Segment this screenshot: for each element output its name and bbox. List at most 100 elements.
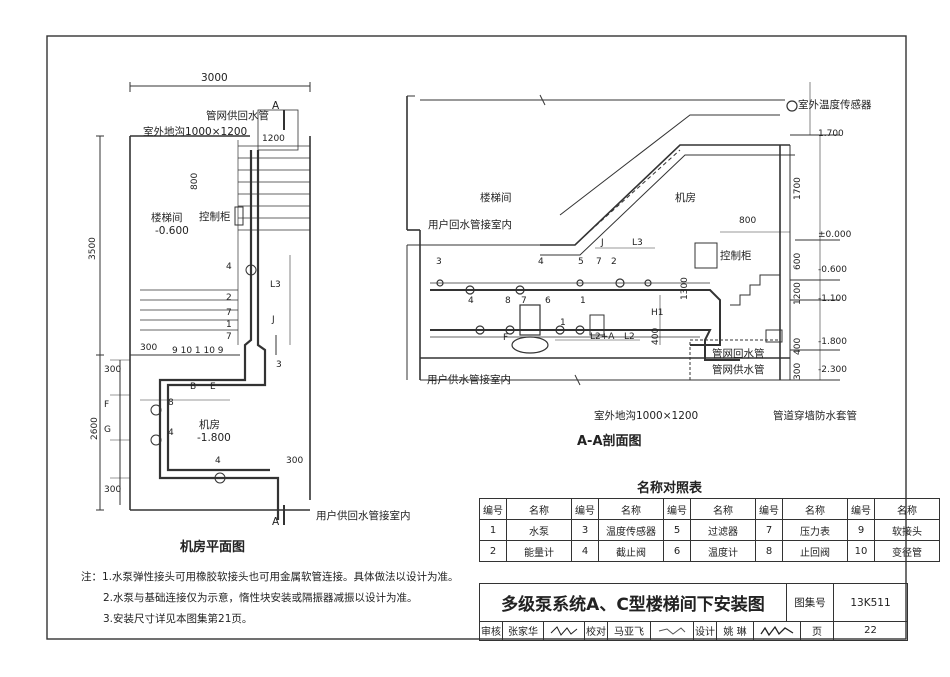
plan-mark-7a: 7 xyxy=(226,308,232,318)
table-header: 名称 xyxy=(506,498,572,520)
page-label: 页 xyxy=(801,621,834,640)
table-header: 编号 xyxy=(571,498,599,520)
label-room-level: -1.800 xyxy=(197,432,231,444)
label-user-return: 用户回水管接室内 xyxy=(428,219,512,231)
sec-mark-4: 4 xyxy=(538,257,544,267)
signature-mark xyxy=(550,625,578,636)
dim-800s: 800 xyxy=(739,216,757,226)
sec-mark-1b: 1 xyxy=(560,318,566,328)
plan-title: 机房平面图 xyxy=(180,540,246,555)
label-stair-section: 楼梯间 xyxy=(480,192,512,204)
level-0000: ±0.000 xyxy=(818,230,852,240)
note-2: 2.水泵与基础连接仅为示意，惰性块安装或隔振器减振以设计为准。 xyxy=(103,592,418,604)
label-trench-section: 室外地沟1000×1200 xyxy=(594,410,699,422)
label-stair: 楼梯间 xyxy=(151,212,183,224)
dim-j-section: J xyxy=(601,238,604,248)
table-cell: 温度传感器 xyxy=(598,519,664,541)
table-cell: 过滤器 xyxy=(690,519,756,541)
page-number: 22 xyxy=(864,625,877,636)
label-user-supply: 用户供水管接室内 xyxy=(427,374,511,386)
dim-1300: 1300 xyxy=(680,277,690,300)
dim-2600: 2600 xyxy=(90,417,100,440)
level-1700: 1.700 xyxy=(818,129,844,139)
label-return-pipe: 管网供回水管 xyxy=(206,110,269,122)
plan-mark-4b: 4 xyxy=(168,428,174,438)
table-cell: 温度计 xyxy=(690,540,756,562)
table-cell: 5 xyxy=(663,519,691,541)
section-mark-top: A xyxy=(272,100,280,112)
dim-1700: 1700 xyxy=(793,177,803,200)
reviewer-name: 张家华 xyxy=(503,621,544,640)
checker-name: 马亚飞 xyxy=(608,621,651,640)
sec-mark-7: 7 xyxy=(596,257,602,267)
dim-1200s: 1200 xyxy=(793,282,803,305)
table-header: 编号 xyxy=(755,498,783,520)
note-3: 3.安装尺寸详见本图集第21页。 xyxy=(103,613,253,625)
design-label: 设计 xyxy=(694,621,717,640)
drawing-title: 多级泵系统A、C型楼梯间下安装图 xyxy=(480,584,787,621)
sec-mark-4b: 4 xyxy=(468,296,474,306)
table-row: 2 能量计 4 截止阀 6 温度计 8 止回阀 10 变径管 xyxy=(479,540,940,562)
dim-l3: L3 xyxy=(270,280,281,290)
table-cell: 软接头 xyxy=(874,519,940,541)
signature-mark xyxy=(760,625,794,636)
sec-mark-1a: 1 xyxy=(580,296,586,306)
table-cell: 截止阀 xyxy=(598,540,664,562)
table-header-row: 编号 名称 编号 名称 编号 名称 编号 名称 编号 名称 xyxy=(479,498,940,520)
label-sleeve: 管道穿墙防水套管 xyxy=(773,410,857,422)
table-title: 名称对照表 xyxy=(637,481,703,496)
table-cell: 10 xyxy=(847,540,875,562)
sec-mark-5: 5 xyxy=(578,257,584,267)
table-cell: 8 xyxy=(755,540,783,562)
dim-f: F xyxy=(104,400,110,410)
note-1: 注：1.水泵弹性接头可用橡胶软接头也可用金属软管连接。具体做法以设计为准。 xyxy=(81,571,459,583)
label-stair-level: -0.600 xyxy=(155,225,189,237)
checker-signature xyxy=(651,621,694,640)
plan-mark-4c: 4 xyxy=(215,456,221,466)
table-cell: 2 xyxy=(479,540,507,562)
dim-600: 600 xyxy=(793,252,803,270)
sec-mark-7b: 7 xyxy=(521,296,527,306)
plan-view xyxy=(96,82,311,525)
plan-mark-2: 2 xyxy=(226,293,232,303)
level-1100: -1.100 xyxy=(818,294,848,304)
sec-mark-2: 2 xyxy=(611,257,617,267)
dim-300b: 300 xyxy=(104,365,122,375)
title-block: 多级泵系统A、C型楼梯间下安装图 图集号 13K511 审核 张家华 校对 马亚… xyxy=(479,583,908,641)
table-cell: 7 xyxy=(755,519,783,541)
atlas-label: 图集号 xyxy=(787,584,834,621)
dim-800: 800 xyxy=(190,172,200,190)
table-cell: 4 xyxy=(571,540,599,562)
table-header: 编号 xyxy=(663,498,691,520)
designer-signature xyxy=(754,621,801,640)
review-label: 审核 xyxy=(480,621,503,640)
sec-mark-8: 8 xyxy=(505,296,511,306)
table-row: 1 水泵 3 温度传感器 5 过滤器 7 压力表 9 软接头 xyxy=(479,519,940,541)
dim-300d: 300 xyxy=(286,456,304,466)
label-sensor: 室外温度传感器 xyxy=(798,99,872,111)
table-header: 名称 xyxy=(598,498,664,520)
table-cell: 止回阀 xyxy=(782,540,848,562)
label-room-section: 机房 xyxy=(675,192,696,204)
plan-mark-1: 1 xyxy=(226,320,232,330)
section-mark-bottom: A xyxy=(272,516,280,528)
plan-mark-4a: 4 xyxy=(226,262,232,272)
designer-name: 姚 琳 xyxy=(717,621,754,640)
dim-b: B xyxy=(190,382,197,392)
check-label: 校对 xyxy=(585,621,608,640)
table-header: 编号 xyxy=(847,498,875,520)
section-view xyxy=(406,82,840,386)
dim-f-section: F xyxy=(503,333,509,343)
atlas-number: 13K511 xyxy=(850,596,891,609)
label-control-section: 控制柜 xyxy=(720,250,752,262)
sec-mark-3: 3 xyxy=(436,257,442,267)
table-cell: 9 xyxy=(847,519,875,541)
label-trench: 室外地沟1000×1200 xyxy=(143,126,248,138)
table-cell: 6 xyxy=(663,540,691,562)
table-header: 名称 xyxy=(874,498,940,520)
label-room: 机房 xyxy=(199,419,220,431)
dim-400b: 400 xyxy=(651,327,661,345)
plan-mark-7b: 7 xyxy=(226,332,232,342)
dim-l3-section: L3 xyxy=(632,238,643,248)
